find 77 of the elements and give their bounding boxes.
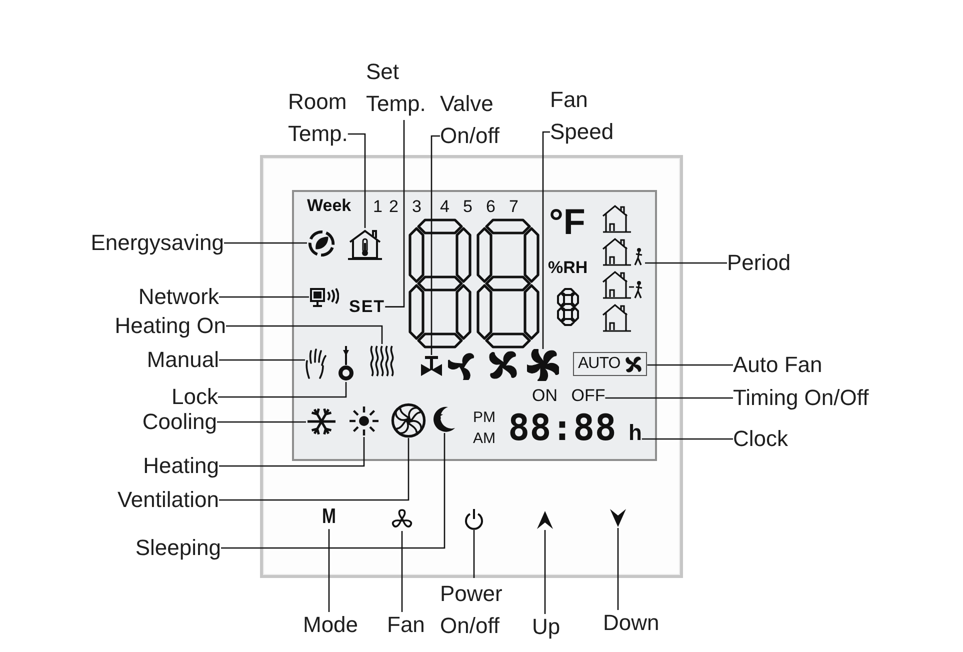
leader-line	[348, 133, 366, 228]
time-period-label: PM	[473, 409, 496, 426]
leader-line	[217, 421, 306, 423]
leader-line	[385, 120, 405, 308]
indicator-text: AUTO	[578, 354, 620, 374]
leader-line	[226, 325, 383, 344]
leader-line	[221, 433, 446, 549]
day-number: 3	[412, 197, 422, 217]
callout-label: Manual	[146, 347, 219, 373]
callout-label: Timing On/Off	[733, 385, 869, 411]
moon-icon	[433, 405, 456, 433]
callout-label: Set Temp.	[366, 56, 426, 120]
power-icon	[464, 508, 484, 530]
day-number: 1	[373, 197, 382, 217]
callout-label: Network	[138, 284, 219, 310]
set-indicator: SET	[349, 297, 386, 317]
callout-label: Sleeping	[135, 535, 221, 561]
leader-line	[542, 131, 550, 349]
callout-label: Up	[532, 614, 560, 640]
leader-line	[218, 382, 347, 398]
leader-line	[430, 135, 440, 355]
unit-label: %RH	[548, 258, 588, 278]
callout-label: Room Temp.	[288, 86, 348, 150]
callout-label: Clock	[733, 426, 788, 452]
leader-line	[328, 529, 330, 612]
week-label: Week	[307, 196, 352, 216]
day-number: 7	[509, 197, 518, 217]
day-number: 4	[440, 197, 450, 217]
heat-waves-icon	[368, 344, 396, 378]
auto-indicator	[573, 352, 648, 376]
fan-icon	[527, 349, 559, 381]
leader-line	[605, 397, 733, 399]
timer-indicator: ON OFF	[532, 386, 606, 406]
leader-line	[617, 528, 619, 610]
clock-readout: 88:88 h	[508, 408, 642, 454]
fan-icon	[391, 403, 426, 438]
time-period-label: AM	[473, 430, 496, 448]
house-thermometer-icon	[347, 228, 383, 262]
callout-label: Heating	[143, 453, 219, 479]
day-number: 5	[463, 197, 472, 217]
leader-line	[401, 531, 403, 612]
snowflake-icon	[306, 406, 337, 437]
callout-label: Mode	[303, 612, 358, 638]
leader-line	[473, 530, 475, 578]
leader-line	[219, 296, 309, 298]
callout-label: Fan	[387, 612, 425, 638]
leader-line	[645, 262, 727, 264]
lock-icon	[338, 345, 354, 382]
up-arrow-icon	[536, 510, 554, 530]
leader-line	[647, 364, 733, 366]
callout-label: Lock	[172, 384, 218, 410]
callout-label: Heating On	[114, 313, 226, 339]
leader-line	[219, 438, 410, 501]
leaf-icon	[307, 229, 336, 258]
leader-line	[219, 359, 305, 361]
hand-icon	[305, 348, 327, 379]
callout-label: Period	[727, 250, 791, 276]
callout-label: Down	[603, 610, 660, 636]
leader-line	[642, 438, 733, 440]
day-number: 2	[389, 197, 398, 217]
unit-label: °F	[549, 201, 586, 242]
leader-line	[224, 242, 307, 244]
day-number: 6	[486, 197, 496, 217]
callout-label: Auto Fan	[733, 352, 822, 378]
houses-icon	[600, 203, 645, 333]
callout-label: Power On/off	[440, 578, 502, 642]
leader-line	[219, 437, 365, 467]
valve-icon	[420, 355, 443, 378]
callout-label: Energysaving	[90, 230, 224, 256]
callout-label: Cooling	[142, 409, 217, 435]
key-letter: M	[322, 505, 336, 530]
callout-label: Valve On/off	[440, 88, 500, 152]
callout-label: Ventilation	[117, 487, 219, 513]
callout-label: Fan Speed	[550, 84, 614, 148]
sun-icon	[348, 405, 380, 437]
down-arrow-icon	[609, 508, 627, 528]
monitor-signal-icon	[309, 287, 339, 308]
